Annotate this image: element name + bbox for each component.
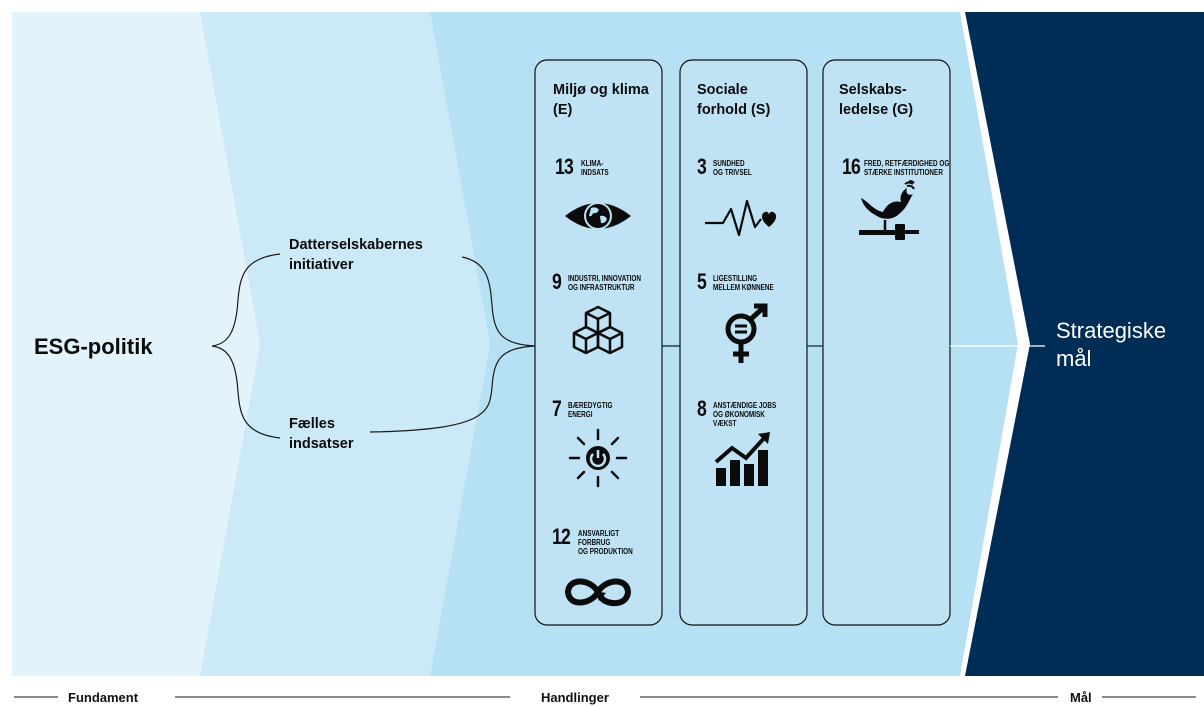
footer-label-maal: Mål: [1070, 690, 1092, 705]
sdg-7: 7 BÆREDYGTIG ENERGI: [552, 396, 624, 421]
sdg-number: 7: [552, 396, 562, 421]
sdg-label: SUNDHED OG TRIVSEL: [713, 159, 752, 177]
heartbeat-icon: [705, 199, 777, 237]
sdg-number: 8: [697, 396, 707, 421]
sdg-16: 16 FRED, RETFÆRDIGHED OG STÆRKE INSTITUT…: [842, 154, 971, 179]
left-brace: [211, 253, 281, 439]
fundament-band: [12, 12, 260, 676]
sdg-12: 12 ANSVARLIGT FORBRUG OG PRODUKTION: [552, 524, 646, 557]
sdg-number: 16: [842, 154, 861, 179]
sun-power-icon: [568, 428, 628, 488]
infinity-loop-icon: [564, 578, 632, 607]
sdg-label: KLIMA- INDSATS: [581, 159, 609, 177]
sdg-number: 5: [697, 269, 707, 294]
sdg-label: ANSVARLIGT FORBRUG OG PRODUKTION: [578, 529, 633, 556]
branch-label-subsidiaries: Datterselskabernes initiativer: [289, 237, 423, 273]
column-title-environment: Miljø og klima (E): [553, 82, 649, 118]
sdg-label: LIGESTILLING MELLEM KØNNENE: [713, 274, 774, 292]
sdg-9: 9 INDUSTRI, INNOVATION OG INFRASTRUKTUR: [552, 269, 659, 294]
sdg-label: ANSTÆNDIGE JOBS OG ØKONOMISK VÆKST: [713, 401, 777, 428]
cubes-icon: [572, 305, 624, 355]
sdg-8: 8 ANSTÆNDIGE JOBS OG ØKONOMISK VÆKST: [697, 396, 792, 429]
sdg-label: INDUSTRI, INNOVATION OG INFRASTRUKTUR: [568, 274, 642, 292]
actions-band-1: [200, 12, 490, 676]
sdg-5: 5 LIGESTILLING MELLEM KØNNENE: [697, 269, 789, 294]
growth-chart-icon: [714, 432, 770, 486]
target-label: Strategiske mål: [1056, 318, 1167, 371]
column-title-governance: Selskabs-ledelse (G): [839, 82, 914, 118]
sdg-label: FRED, RETFÆRDIGHED OG STÆRKE INSTITUTION…: [864, 159, 950, 177]
sdg-label: BÆREDYGTIG ENERGI: [568, 401, 613, 419]
branch-label-joint: Fælles indsatser: [289, 416, 354, 452]
sdg-number: 3: [697, 154, 707, 179]
sdg-number: 12: [552, 524, 571, 549]
sdg-13: 13 KLIMA- INDSATS: [555, 154, 616, 179]
goal-band: [965, 12, 1204, 676]
source-label: ESG-politik: [34, 334, 153, 359]
sdg-number: 13: [555, 154, 574, 179]
dove-gavel-icon: [859, 180, 919, 240]
footer-label-fundament: Fundament: [68, 690, 139, 705]
right-brace: [369, 256, 536, 433]
eye-globe-icon: [565, 202, 631, 230]
gender-equality-icon: [725, 303, 768, 363]
column-title-social: Sociale forhold (S): [697, 82, 771, 118]
sdg-3: 3 SUNDHED OG TRIVSEL: [697, 154, 761, 179]
sdg-number: 9: [552, 269, 562, 294]
footer-label-handlinger: Handlinger: [541, 690, 609, 705]
card-governance: [822, 59, 951, 626]
